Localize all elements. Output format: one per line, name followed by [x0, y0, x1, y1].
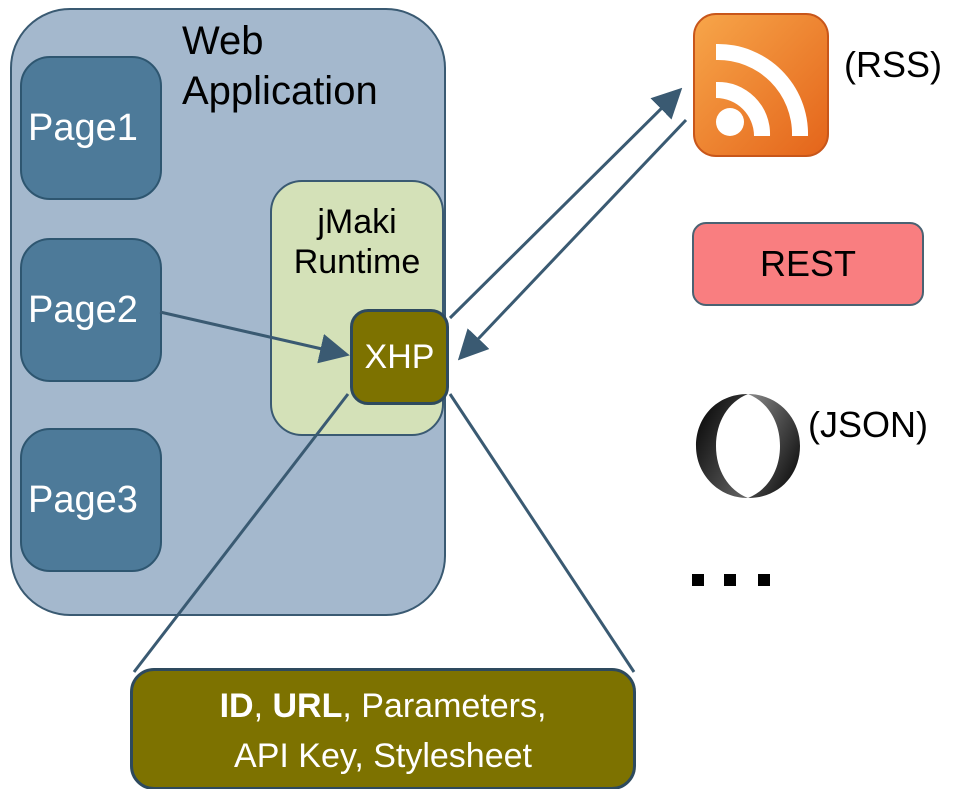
jmaki-runtime-title-line1: jMaki [317, 203, 397, 241]
page1-box: Page1 [20, 56, 162, 200]
xhp-detail-line1: ID, URL, Parameters, [133, 681, 633, 731]
rss-to-xhp-arrow [457, 118, 688, 361]
detail-id-label: ID [219, 687, 254, 725]
rss-label: (RSS) [844, 44, 942, 85]
xhp-box: XHP [350, 309, 449, 405]
page3-box: Page3 [20, 428, 162, 572]
xhp-label: XHP [364, 337, 435, 376]
xhp-to-rss-arrow [448, 87, 683, 320]
ellipsis-dot-1 [692, 574, 704, 586]
ellipsis-dot-2 [724, 574, 736, 586]
page2-label: Page2 [28, 288, 138, 331]
page1-label: Page1 [28, 106, 138, 149]
json-icon [692, 390, 804, 502]
jmaki-runtime-title: jMaki Runtime [270, 202, 444, 282]
rest-box: REST [692, 222, 924, 306]
xhp-detail-line2: API Key, Stylesheet [234, 737, 532, 775]
detail-sep1: , [253, 687, 273, 725]
web-application-title: Web Application [182, 16, 378, 116]
web-application-title-line2: Application [182, 69, 378, 113]
xhp-detail-box: ID, URL, Parameters, API Key, Stylesheet [130, 668, 636, 789]
web-application-title-line1: Web [182, 19, 264, 63]
xhp-detail-text: ID, URL, Parameters, API Key, Stylesheet [133, 681, 633, 781]
ellipsis-dot-3 [758, 574, 770, 586]
page3-label: Page3 [28, 478, 138, 521]
rest-label: REST [759, 243, 856, 284]
detail-rest-line1: , Parameters, [342, 687, 547, 725]
detail-url-label: URL [272, 687, 343, 725]
page2-box: Page2 [20, 238, 162, 382]
jmaki-runtime-title-line2: Runtime [293, 243, 421, 281]
zoom-line-right [448, 393, 636, 673]
rss-icon [692, 12, 830, 158]
json-label: (JSON) [808, 404, 928, 445]
